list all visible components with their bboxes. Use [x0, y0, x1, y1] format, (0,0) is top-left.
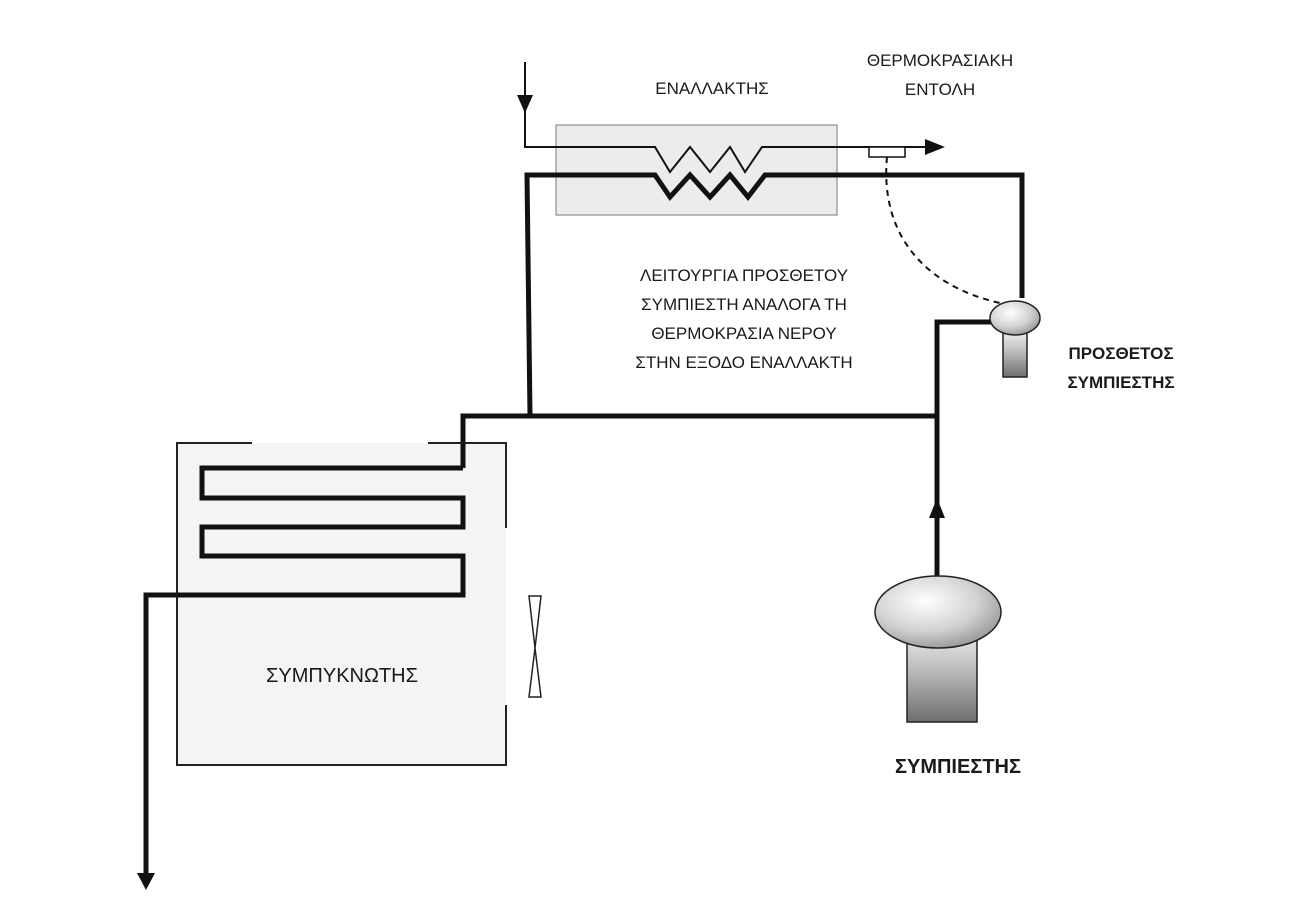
condenser-outlet-arrow-icon — [137, 873, 155, 890]
water-line — [517, 62, 945, 174]
water-outlet-arrow-icon — [925, 139, 945, 155]
description-line2: ΣΥΜΠΙΕΣΤΗ ΑΝΑΛΟΓΑ ΤΗ — [641, 295, 847, 314]
description-line4: ΣΤΗΝ ΕΞΟΔΟ ΕΝΑΛΛΑΚΤΗ — [635, 353, 852, 372]
condenser-label: ΣΥΜΠΥΚΝΩΤΗΣ — [266, 665, 418, 687]
description-line3: ΘΕΡΜΟΚΡΑΣΙΑ ΝΕΡΟΥ — [651, 324, 836, 343]
description-line1: ΛΕΙΤΟΥΡΓΙΑ ΠΡΟΣΘΕΤΟΥ — [640, 266, 848, 285]
condenser-coil — [177, 465, 466, 598]
compressor-label: ΣΥΜΠΙΕΣΤΗΣ — [895, 756, 1021, 778]
flow-up-arrow-icon — [929, 498, 945, 518]
condenser-box — [176, 442, 507, 766]
control-signal-line — [885, 156, 1001, 304]
thermostat-label-line2: ΕΝΤΟΛΗ — [905, 80, 975, 99]
aux-compressor-label-line1: ΠΡΟΣΘΕΤΟΣ — [1068, 344, 1173, 363]
fan-icon — [528, 595, 542, 698]
compressor-icon — [874, 575, 1002, 723]
aux-compressor-icon — [989, 300, 1041, 378]
exchanger-label: ΕΝΑΛΛΑΚΤΗΣ — [655, 79, 769, 98]
temperature-sensor — [868, 146, 906, 158]
heat-exchanger-box — [555, 124, 838, 216]
thermostat-label-line1: ΘΕΡΜΟΚΡΑΣΙΑΚΗ — [867, 51, 1013, 70]
aux-compressor-label-line2: ΣΥΜΠΙΕΣΤΗΣ — [1067, 373, 1174, 392]
water-inlet-arrow-icon — [517, 95, 533, 113]
